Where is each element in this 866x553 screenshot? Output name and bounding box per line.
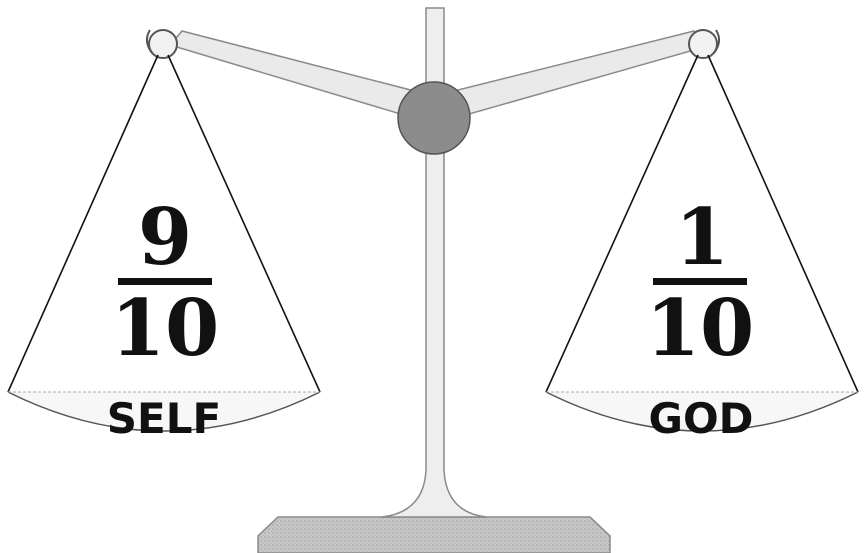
left-denominator: 10 [111, 283, 220, 374]
left-hanger-ring [147, 30, 177, 58]
left-pan-label: SELF [107, 394, 221, 443]
right-fraction: 1 10 [646, 192, 755, 374]
left-fraction: 9 10 [111, 192, 220, 374]
scale-base [258, 517, 610, 553]
right-numerator: 1 [675, 192, 729, 283]
right-pan-label: GOD [648, 394, 753, 443]
pivot-knob [398, 82, 470, 154]
left-numerator: 9 [138, 192, 192, 283]
right-denominator: 10 [646, 283, 755, 374]
right-hanger-ring [689, 30, 719, 58]
